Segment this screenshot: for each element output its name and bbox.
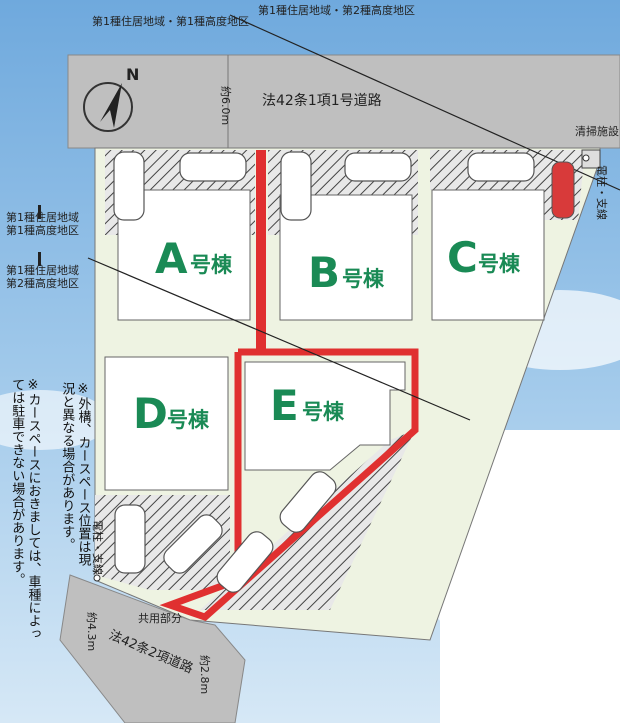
north-road-label: 法42条1項1号道路 (262, 92, 382, 109)
car (467, 152, 535, 182)
shared-area-label: 共用部分 (138, 611, 182, 625)
north-road-width: 約6.0m (219, 86, 233, 125)
south-road (59, 574, 246, 723)
car (113, 151, 145, 221)
pole-left-icon (93, 574, 101, 582)
lot-letter: E (270, 381, 299, 430)
car (280, 151, 312, 221)
red-car (551, 161, 575, 219)
pole-right-icon (582, 154, 590, 162)
zoning-top-label: 第1種住居地域・第2種高度地区 (258, 3, 415, 17)
building-e (244, 361, 406, 471)
car (179, 152, 247, 182)
lot-letter: A (155, 234, 188, 283)
zoning-marker (38, 252, 41, 266)
lot-label-d: D 号棟 (133, 389, 210, 438)
pole-left-label: 電柱・支線 (91, 520, 105, 575)
car (114, 504, 146, 574)
zoning-marker (38, 205, 41, 219)
zoning-left-a2: 第1種高度地区 (6, 223, 79, 237)
cars (113, 151, 535, 593)
note-car-space: ※カースペースにおきましては、車種によっては駐車できない場合があります。 (9, 378, 41, 640)
cloud (0, 390, 110, 450)
zoning-left-a1: 第1種住居地域 (6, 210, 79, 224)
lot-suffix: 号棟 (342, 267, 385, 291)
car (216, 531, 274, 593)
lot-label-a: A 号棟 (155, 234, 233, 283)
cleaning-facility-box (581, 149, 601, 169)
pole-right-label: 電柱・支線 (595, 165, 609, 220)
car (279, 471, 337, 533)
zoning-left-b2: 第2種高度地区 (6, 276, 79, 290)
lot-label-b: B 号棟 (308, 248, 385, 297)
lot-letter: B (308, 248, 340, 297)
lot-suffix: 号棟 (190, 253, 233, 277)
lot-suffix: 号棟 (302, 400, 345, 424)
building-d (104, 356, 229, 491)
compass-north: N (126, 65, 139, 84)
lot-letter: C (447, 233, 478, 282)
lot-suffix: 号棟 (167, 408, 210, 432)
building-c (431, 189, 545, 321)
south-road-width-a: 約4.3m (85, 612, 99, 651)
compass-icon (83, 82, 133, 132)
lot-boundary-ab (256, 150, 266, 350)
note-exterior: ※外構、カースペース位置は現況と異なる場合があります。 (59, 382, 91, 566)
car (344, 152, 412, 182)
lot-suffix: 号棟 (478, 252, 521, 276)
cleaning-facility-label: 清掃施設 (575, 124, 619, 138)
zoning-left-b1: 第1種住居地域 (6, 263, 79, 277)
lot-letter: D (133, 389, 168, 438)
zoning-line-middle (87, 257, 471, 421)
lot-label-c: C 号棟 (447, 233, 521, 282)
south-road-width-b: 約2.8m (198, 655, 212, 694)
zoning-line-top (229, 14, 620, 191)
lot-label-e: E 号棟 (270, 381, 345, 430)
car (163, 514, 223, 574)
north-road (67, 54, 620, 149)
zoning-top-label-2: 第1種住居地域・第1種高度地区 (92, 14, 249, 28)
